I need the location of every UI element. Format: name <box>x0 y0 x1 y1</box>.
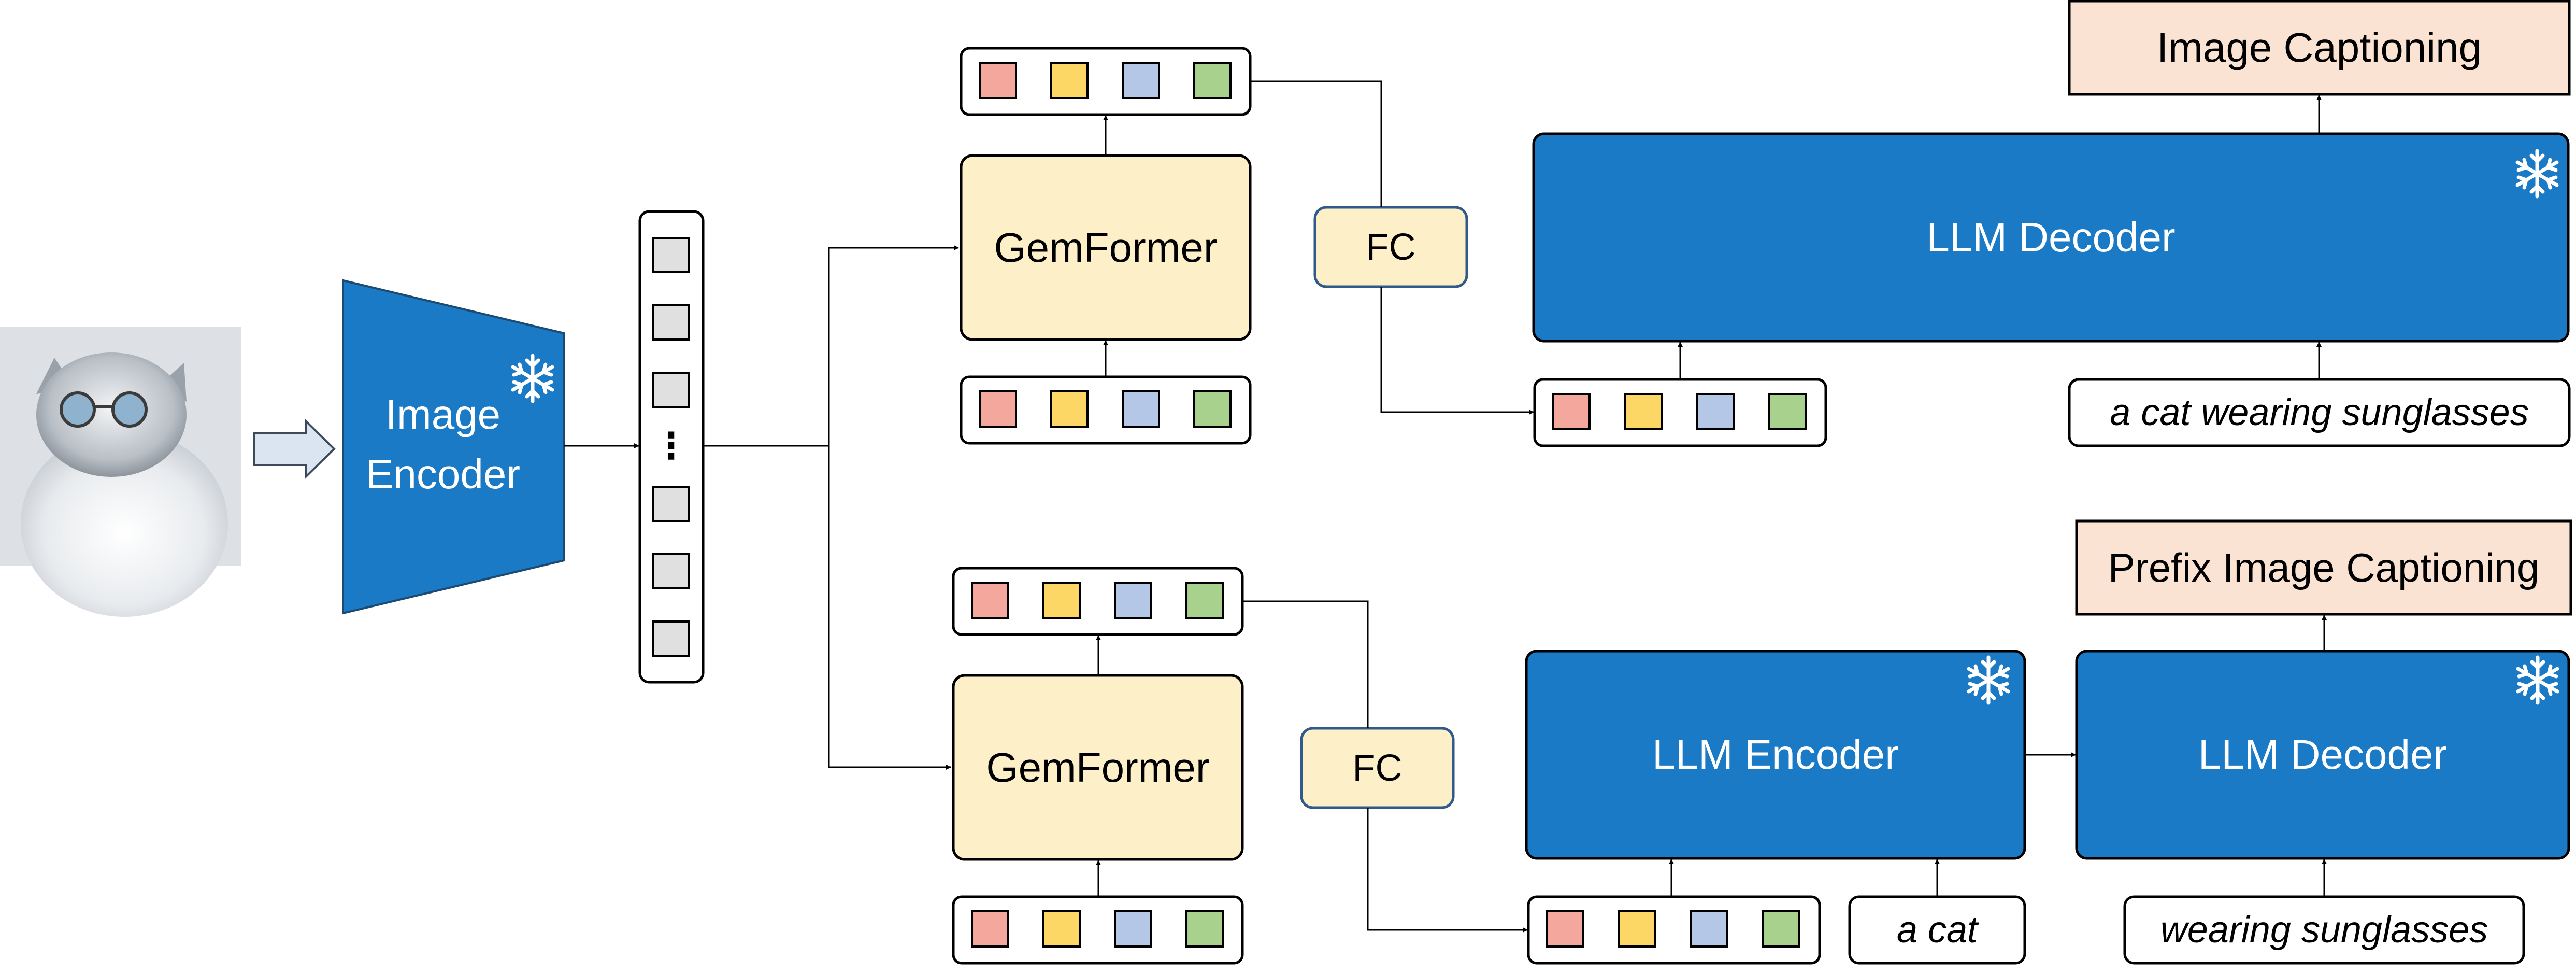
llm-encoder-label: LLM Encoder <box>1652 731 1899 778</box>
arrow <box>828 446 951 770</box>
query-token <box>1690 910 1728 948</box>
connector-line <box>1242 600 1369 728</box>
llm-decoder-label: LLM Decoder <box>1926 214 2176 260</box>
task-output-label: Prefix Image Captioning <box>2108 544 2540 590</box>
gemformer-label: GemFormer <box>994 224 1218 271</box>
query-token <box>1193 62 1232 99</box>
query-token <box>1042 582 1081 619</box>
query-token <box>1042 910 1081 948</box>
task-output-label: Image Captioning <box>2156 24 2482 70</box>
query-token <box>1624 393 1663 430</box>
query-token <box>1618 910 1656 948</box>
query-token <box>1114 582 1152 619</box>
fc-block <box>1300 727 1455 809</box>
task-output-box <box>2075 519 2572 616</box>
feature-token <box>652 620 690 657</box>
feature-token <box>652 372 690 408</box>
image-encoder-block <box>342 279 565 615</box>
query-token <box>1185 582 1224 619</box>
fc-block <box>1313 206 1468 288</box>
query-token <box>979 62 1017 99</box>
llm-decoder-block <box>1532 132 2570 343</box>
connector-line <box>1250 80 1382 207</box>
query-token <box>1762 910 1800 948</box>
query-token <box>1546 910 1584 948</box>
image-encoder-label: Image <box>385 391 501 437</box>
arrow <box>1367 808 1528 933</box>
query-token <box>1552 393 1591 430</box>
sunglasses-icon <box>60 391 148 428</box>
task-output-box <box>2068 0 2571 96</box>
text-input-label: a cat wearing sunglasses <box>2110 392 2529 433</box>
query-token <box>1050 390 1089 428</box>
feature-ellipsis: ⋮ <box>653 426 689 466</box>
feature-token <box>652 553 690 589</box>
query-token <box>1122 390 1160 428</box>
query-token <box>979 390 1017 428</box>
prefix-text-label: a cat <box>1896 909 1978 951</box>
input-arrow-icon <box>253 418 336 479</box>
feature-token <box>652 237 690 273</box>
fc-label: FC <box>1352 747 1403 789</box>
query-token <box>1193 390 1232 428</box>
feature-token <box>652 486 690 522</box>
text-input-label: wearing sunglasses <box>2160 909 2488 951</box>
input-image <box>0 327 241 617</box>
feature-token <box>652 304 690 341</box>
llm-decoder-label: LLM Decoder <box>2198 731 2448 778</box>
query-token <box>1122 62 1160 99</box>
image-encoder-label: Encoder <box>366 451 520 497</box>
gemformer-label: GemFormer <box>986 744 1210 791</box>
fc-label: FC <box>1366 226 1416 268</box>
query-token <box>1185 910 1224 948</box>
query-token <box>971 910 1009 948</box>
llm-decoder-block <box>2075 650 2570 860</box>
query-token <box>971 582 1009 619</box>
query-token <box>1114 910 1152 948</box>
arrow <box>703 245 959 447</box>
query-token <box>1696 393 1735 430</box>
query-token <box>1050 62 1089 99</box>
query-token <box>1768 393 1807 430</box>
arrow <box>1380 287 1534 415</box>
projected-token-row <box>1527 895 1821 965</box>
